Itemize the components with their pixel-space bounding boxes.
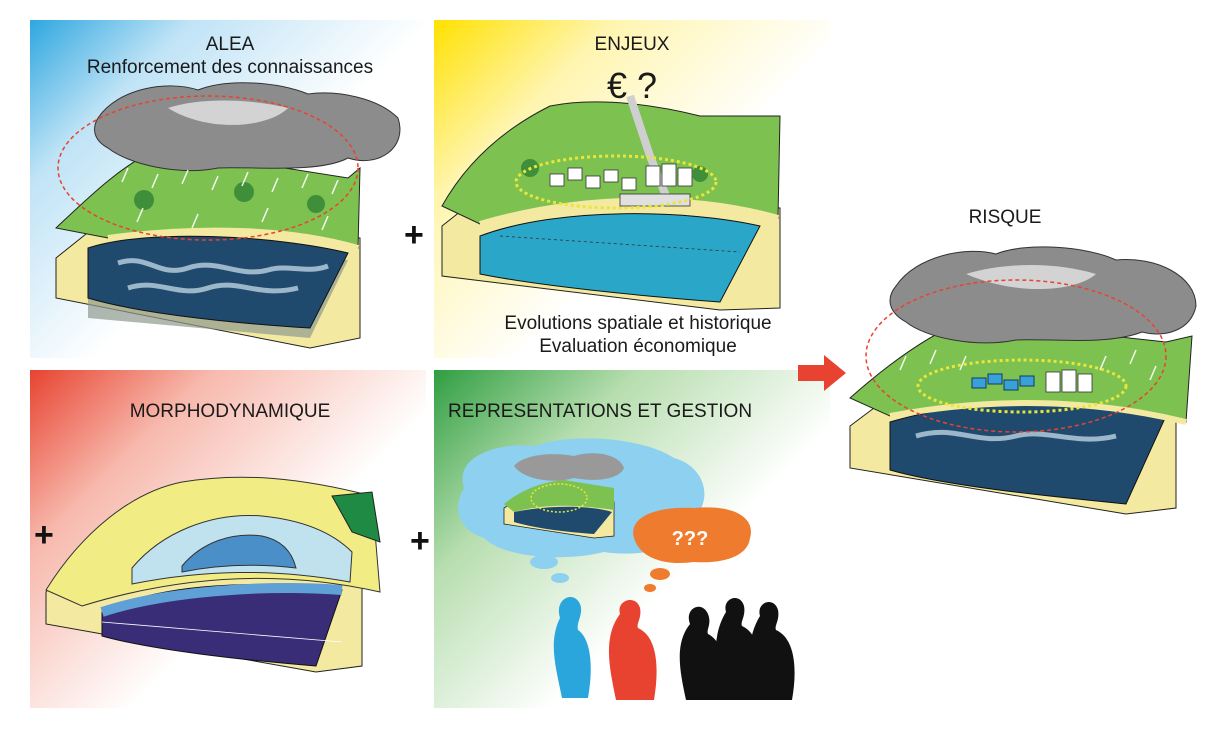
enjeux-title: ENJEUX (594, 34, 670, 55)
repr-scene (458, 438, 795, 700)
houses-icon (549, 163, 693, 191)
risque-title: RISQUE (968, 207, 1042, 228)
enjeux-block-diagram (441, 94, 781, 311)
plus-sign-1: + (404, 216, 424, 254)
alea-title-text: ALEA (205, 34, 255, 55)
speech-bubble-icon (633, 507, 751, 563)
enjeux-caption-line1: Evolutions spatiale et historique (504, 313, 772, 334)
morpho-title: MORPHODYNAMIQUE (129, 401, 331, 422)
tree-icon (234, 182, 254, 202)
risque-block-diagram (849, 246, 1197, 515)
storm-cloud-icon (94, 82, 401, 171)
tree-icon (134, 190, 154, 210)
alea-title: ALEA Renforcement des connaissances (30, 33, 430, 79)
plus-sign-2: + (34, 516, 54, 554)
alea-subtitle: Renforcement des connaissances (86, 57, 374, 78)
repr-title: REPRESENTATIONS ET GESTION (448, 401, 753, 422)
tree-icon (307, 195, 325, 213)
people-silhouettes-icon (553, 596, 795, 700)
red-arrow-icon (798, 355, 846, 391)
speech-bubble-text: ??? (671, 528, 709, 550)
storm-cloud-icon (889, 246, 1197, 344)
plus-sign-3: + (410, 522, 430, 560)
enjeux-caption-line2: Evaluation économique (539, 336, 737, 357)
enjeux-caption: Evolutions spatiale et historique Evalua… (440, 312, 836, 358)
alea-block-diagram (54, 82, 401, 349)
morpho-block-diagram (45, 476, 381, 673)
